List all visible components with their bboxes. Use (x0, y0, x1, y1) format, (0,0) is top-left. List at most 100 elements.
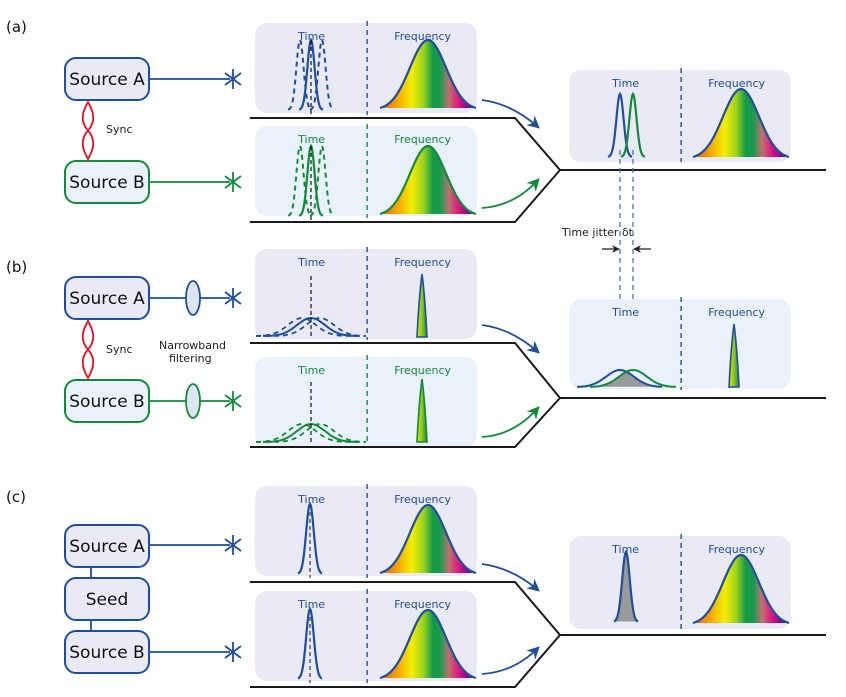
time-header: Time (297, 493, 325, 506)
beam-splitter-a (250, 117, 826, 223)
panel-label-b: (b) (6, 258, 27, 276)
detector-star-b-b (224, 391, 242, 411)
overlap-region (590, 372, 662, 387)
arrow-b-in-top (481, 324, 540, 354)
source-a-box-c-box (64, 524, 150, 568)
detector-star-a-c (224, 535, 242, 555)
source-b-box-b-label: Source B (69, 392, 144, 412)
source-b-box-c-label: Source B (69, 643, 144, 663)
sync-loop-bottom (81, 348, 95, 380)
star-stroke (224, 394, 242, 408)
sync-loop-top (81, 319, 95, 351)
time-profile-a-a (287, 37, 335, 114)
pulse (613, 549, 639, 623)
time-profile-b-b (256, 382, 366, 443)
spectrum-fill (380, 146, 476, 214)
frequency-header: Frequency (394, 493, 451, 506)
output-pulse-b (620, 91, 646, 158)
spectrum-fill (693, 555, 789, 623)
panel-label-a: (a) (6, 18, 27, 36)
fiber-lower (250, 397, 561, 448)
sync-loop-bottom (81, 129, 95, 161)
input-b-panel-b: Time Frequency (255, 355, 477, 447)
arrow-c-in-bottom (481, 646, 540, 675)
sync-label-b: Sync (106, 343, 133, 356)
sync-label: Sync (106, 123, 133, 136)
time-header: Time (297, 598, 325, 611)
detector-star-a-b (224, 288, 242, 308)
jitter-label: Time jitter δt (561, 226, 634, 239)
pulse (297, 501, 323, 575)
frequency-header: Frequency (394, 364, 451, 377)
seed-box: Seed (64, 577, 150, 621)
spectrum-b-a (379, 144, 477, 216)
spectrum-outline (379, 144, 477, 216)
narrow-spectrum (728, 323, 740, 388)
output-pulse-a (607, 91, 633, 158)
source-a-box: Source A (64, 57, 150, 101)
detector-star-b (224, 172, 242, 192)
jitter-pulse (287, 37, 313, 111)
pulse (297, 606, 323, 680)
spectrum-a-b (416, 273, 428, 338)
frequency-header: Frequency (708, 543, 765, 556)
output-panel-b: Time Frequency (569, 297, 791, 390)
spectrum-outline (692, 553, 790, 625)
arrow-b-in-bottom (481, 406, 540, 438)
spectrum-a-c (379, 503, 477, 575)
time-header: Time (297, 256, 325, 269)
time-header: Time (297, 364, 325, 377)
spectrum-outline (692, 87, 790, 159)
fiber-upper (250, 117, 826, 171)
output-pulse-b-b (590, 368, 676, 388)
fiber-upper (250, 581, 826, 636)
time-profile-a-b (256, 276, 366, 337)
source-a-box-b-label: Source A (69, 289, 145, 309)
time-profile-b-a (287, 143, 335, 220)
source-b-box-b: Source B (64, 379, 150, 423)
source-b-box-c: Source B (64, 630, 150, 674)
frequency-header: Frequency (394, 598, 451, 611)
arrow-a-in-bottom (481, 178, 540, 209)
seed-box-label: Seed (86, 590, 129, 610)
narrow-spectrum (416, 378, 428, 443)
filter-label-1: Narrowband (159, 339, 226, 352)
detector-star-a (224, 69, 242, 89)
fiber-lower (250, 634, 561, 688)
source-a-box-b: Source A (64, 276, 150, 320)
filter-label-2: filtering (169, 352, 212, 365)
source-a-box-c-label: Source A (69, 537, 145, 557)
time-profile-a-c (297, 501, 323, 578)
time-header: Time (611, 543, 639, 556)
output-pulse-c (613, 549, 639, 623)
narrow-spectrum (416, 273, 428, 338)
beam-splitter-c (250, 581, 826, 688)
panel-label-c: (c) (6, 488, 26, 506)
detector-star-b-c (224, 642, 242, 662)
spectrum-b-c (379, 608, 477, 680)
source-a-box-label: Source A (69, 70, 145, 90)
sync-loop-top (81, 100, 95, 132)
output-pulse-a-b (577, 368, 663, 388)
time-header: Time (611, 306, 639, 319)
frequency-header: Frequency (708, 77, 765, 90)
star-stroke (224, 538, 242, 552)
frequency-header: Frequency (708, 306, 765, 319)
jitter-pulse (287, 143, 313, 217)
fiber-lower (250, 169, 561, 223)
frequency-header: Frequency (394, 133, 451, 146)
jitter-pulse (309, 37, 335, 111)
spectrum-fill (380, 505, 476, 573)
spectrum-outline (379, 608, 477, 680)
time-header: Time (297, 30, 325, 43)
star-stroke (224, 72, 242, 86)
time-header: Time (297, 133, 325, 146)
frequency-header: Frequency (394, 30, 451, 43)
spectrum-out-c (692, 553, 790, 625)
spectrum-outline (379, 38, 477, 110)
arrow-a-in-top (481, 99, 540, 129)
spectrum-out-a (692, 87, 790, 159)
source-b-box-label: Source B (69, 173, 144, 193)
beam-splitter-b (250, 342, 826, 448)
